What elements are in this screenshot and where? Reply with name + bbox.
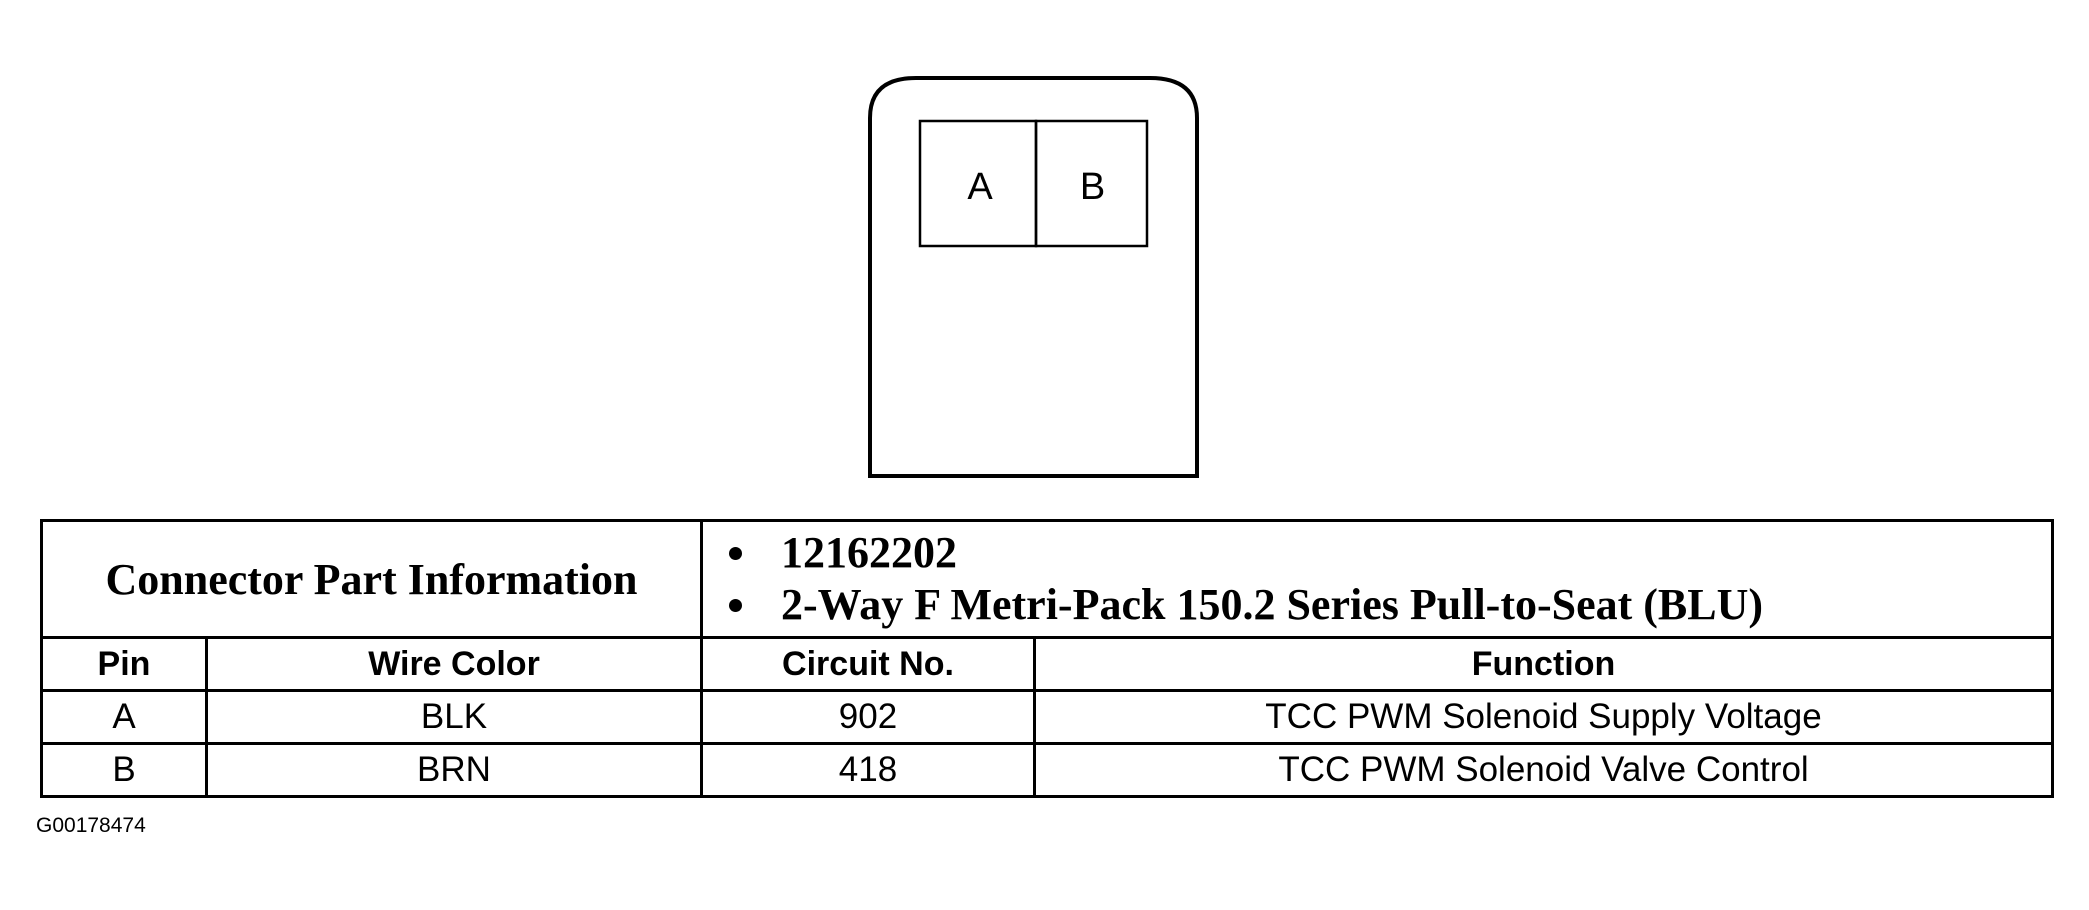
header-wire-color: Wire Color: [205, 636, 703, 692]
part-number-item: 12162202: [729, 527, 2051, 579]
table-row: B BRN 418 TCC PWM Solenoid Valve Control: [40, 742, 2054, 798]
cell-circuit-no: 418: [700, 742, 1036, 798]
table-header-row: Pin Wire Color Circuit No. Function: [40, 636, 2054, 692]
part-number: 12162202: [781, 528, 957, 577]
header-circuit-no: Circuit No.: [700, 636, 1036, 692]
part-description-item: 2-Way F Metri-Pack 150.2 Series Pull-to-…: [729, 579, 2051, 631]
connector-body-outline: [868, 76, 1199, 478]
cell-function: TCC PWM Solenoid Valve Control: [1033, 742, 2054, 798]
cell-wire-color: BRN: [205, 742, 703, 798]
part-info-row: Connector Part Information 12162202 2-Wa…: [40, 519, 2054, 639]
figure-id: G00178474: [36, 814, 146, 837]
header-function: Function: [1033, 636, 2054, 692]
part-info-details: 12162202 2-Way F Metri-Pack 150.2 Series…: [700, 519, 2054, 639]
bullet-icon: [729, 599, 742, 612]
cavity-label-a: A: [967, 166, 993, 208]
cell-function: TCC PWM Solenoid Supply Voltage: [1033, 689, 2054, 745]
bullet-icon: [729, 547, 742, 560]
cell-wire-color: BLK: [205, 689, 703, 745]
terminal-cavity-b: [1034, 119, 1149, 248]
cell-circuit-no: 902: [700, 689, 1036, 745]
part-info-label: Connector Part Information: [40, 519, 703, 639]
part-description: 2-Way F Metri-Pack 150.2 Series Pull-to-…: [781, 580, 1764, 629]
cell-pin: B: [40, 742, 208, 798]
connector-pinout-table: Connector Part Information 12162202 2-Wa…: [40, 519, 2054, 798]
cavity-label-b: B: [1079, 166, 1106, 208]
table-row: A BLK 902 TCC PWM Solenoid Supply Voltag…: [40, 689, 2054, 745]
header-pin: Pin: [40, 636, 208, 692]
part-info-list: 12162202 2-Way F Metri-Pack 150.2 Series…: [703, 527, 2051, 631]
cell-pin: A: [40, 689, 208, 745]
